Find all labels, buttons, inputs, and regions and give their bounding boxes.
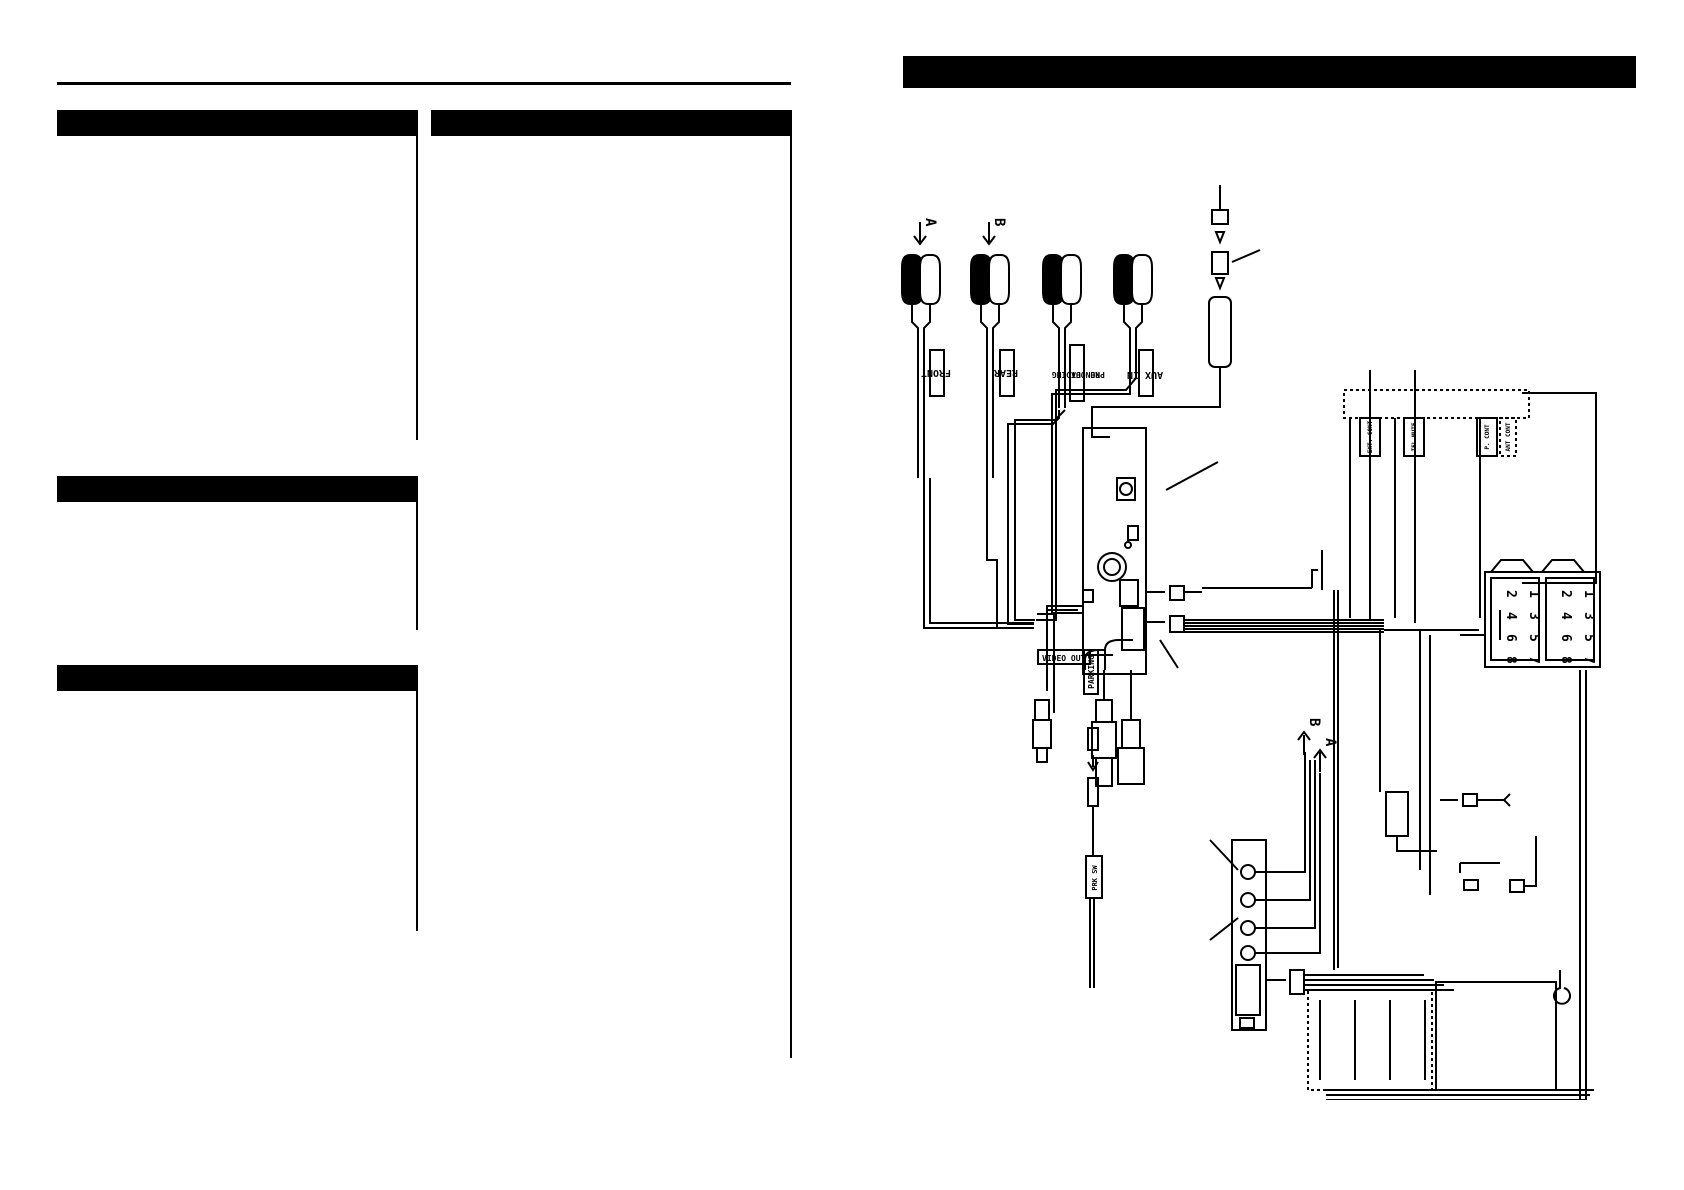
svg-text:3: 3 [1581,612,1596,620]
label-rear: REAR [993,367,1018,378]
wiring-diagram: FRONT REAR NON FADING PRE OUT AUX IN VID… [901,185,1601,1100]
arrow-a-up-icon [1313,748,1327,772]
label-arrow-b-lower: B [1306,718,1322,726]
svg-text:4: 4 [1558,612,1573,620]
label-arrow-a-top: A [922,218,938,227]
section-header-1 [57,110,417,136]
rca-aux-in-connector [1113,254,1153,378]
label-aux-in: AUX IN [1127,369,1163,380]
svg-text:7: 7 [1581,656,1596,664]
svg-text:3: 3 [1526,612,1541,620]
power-plug-icon [1091,699,1117,787]
svg-text:5: 5 [1581,634,1596,642]
label-ant-cont: ANT CONT [1505,422,1512,451]
column-divider-2 [416,476,418,630]
label-pre-out: PRE OUT [1071,370,1105,379]
svg-text:1: 1 [1581,590,1596,598]
iso-pin-numbers: 2 1 4 3 6 5 8 7 2 1 4 3 6 5 8 7 [1503,590,1596,664]
svg-text:8: 8 [1503,656,1518,664]
column-divider-right [790,110,792,1058]
rca-front-connector [901,254,941,478]
controller-board [1231,839,1267,1031]
label-tel-mute: TEL MUTE [1411,422,1418,451]
top-rule [57,82,791,85]
iso-connector [1484,559,1601,668]
label-p-cont: P. CONT [1484,424,1491,450]
main-unit [1082,427,1147,675]
svg-text:7: 7 [1526,656,1541,664]
label-prk-sw: PRK SW [1091,865,1099,891]
label-front: FRONT [921,367,951,378]
svg-text:2: 2 [1558,590,1573,598]
label-arrow-b-top: B [991,218,1007,226]
svg-text:4: 4 [1503,612,1518,620]
label-ext-cont: EXT. CONT [1367,420,1374,453]
section-header-3 [57,476,417,502]
column-divider-3 [416,665,418,931]
svg-text:6: 6 [1503,634,1518,642]
fuse-connector-icon [1117,719,1145,785]
rca-non-fading-connector [1042,254,1082,408]
antenna-plug-icon [1211,185,1229,291]
label-arrow-a-lower: A [1322,738,1338,747]
rca-rear-connector [970,254,1010,478]
column-divider-1 [416,110,418,440]
label-non-fading: NON FADING [1052,370,1100,379]
arrow-b-down-icon [982,222,996,246]
video-out-plug-icon [1032,699,1052,763]
svg-text:2: 2 [1503,590,1518,598]
label-video-out: VIDEO OUT [1042,654,1086,663]
arrow-a-down-icon [913,222,927,246]
svg-text:6: 6 [1558,634,1573,642]
label-parking: PARKING [1087,655,1096,689]
svg-text:1: 1 [1526,590,1541,598]
arrow-b-up-icon [1297,730,1311,755]
section-header-2 [431,110,792,136]
svg-text:8: 8 [1558,656,1573,664]
svg-text:5: 5 [1526,634,1541,642]
section-header-4 [57,665,417,691]
right-header-bar [903,56,1636,88]
